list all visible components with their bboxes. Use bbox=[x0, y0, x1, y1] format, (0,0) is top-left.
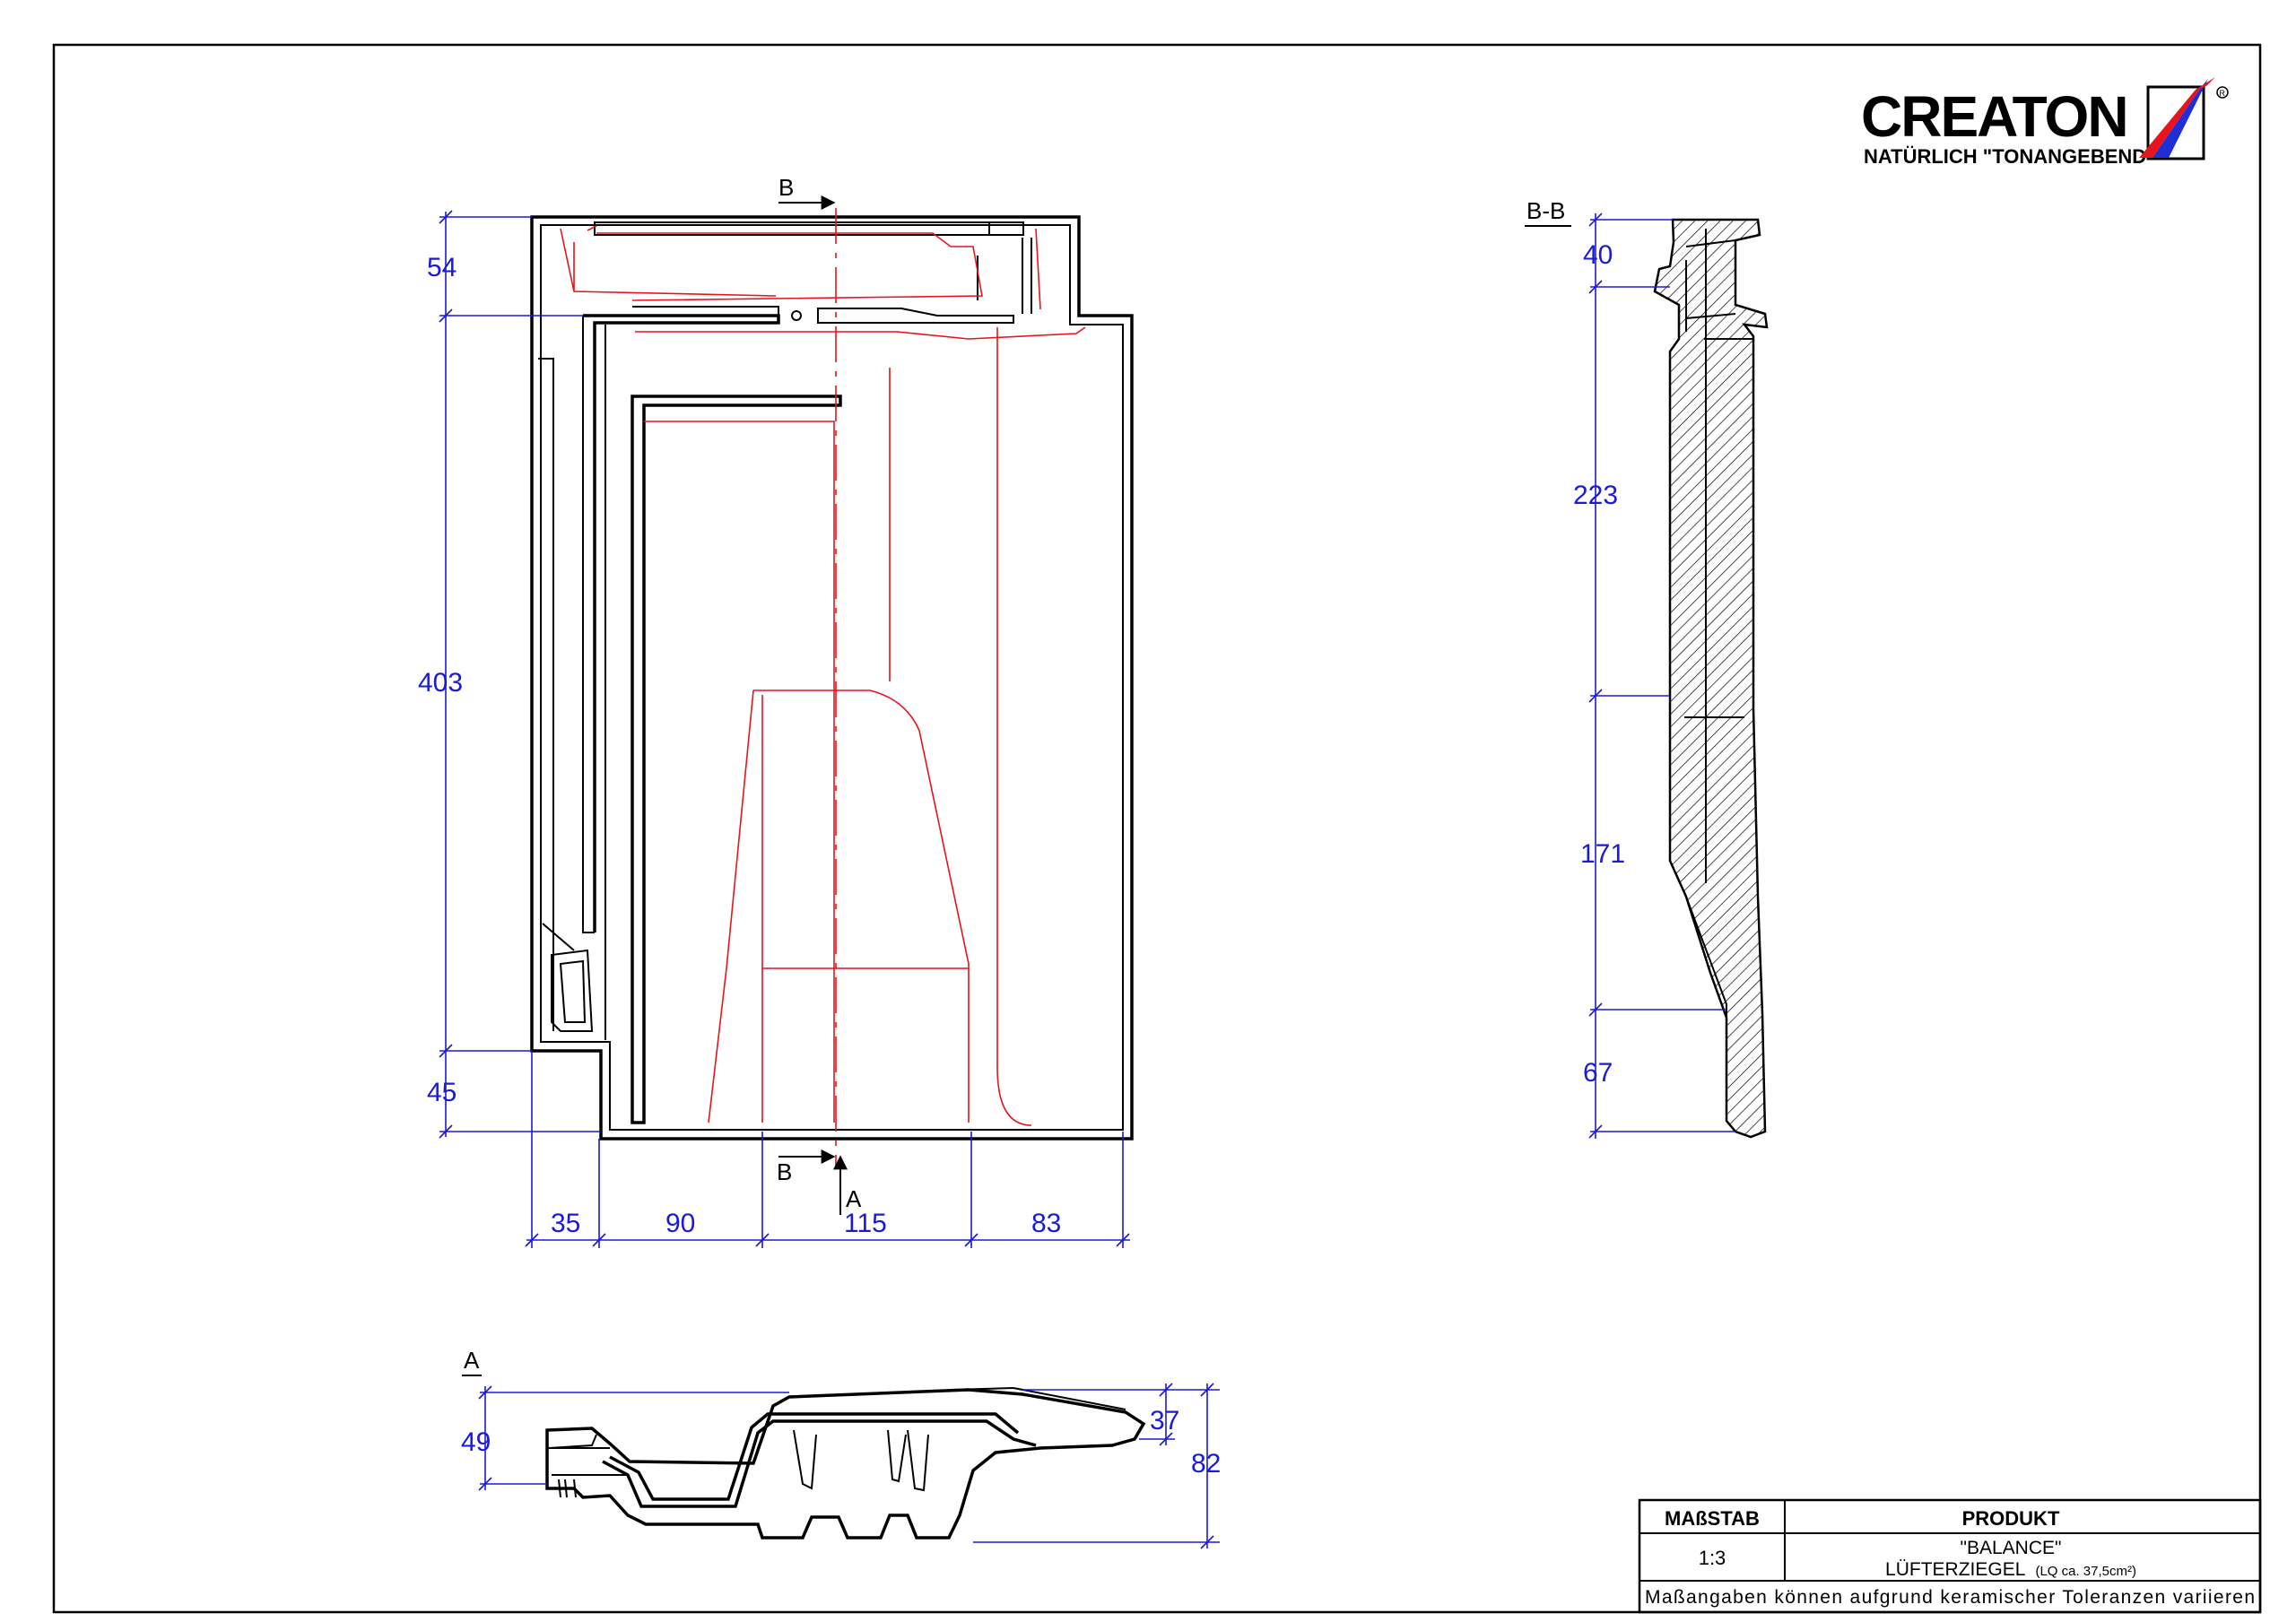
dim-67: 67 bbox=[1583, 1058, 1613, 1088]
section-bb-dimensions: 40 223 171 67 bbox=[1573, 213, 1735, 1139]
svg-text:R: R bbox=[2220, 89, 2226, 98]
view-a-dimensions: 49 37 82 bbox=[461, 1383, 1221, 1549]
dim-45: 45 bbox=[427, 1078, 457, 1107]
dim-54: 54 bbox=[427, 253, 457, 282]
product-type-note: (LQ ca. 37,5cm²) bbox=[2035, 1564, 2136, 1579]
view-a: A 49 37 82 bbox=[461, 1347, 1221, 1549]
logo-brand: CREATON bbox=[1861, 84, 2127, 149]
plan-outline bbox=[530, 215, 1134, 1141]
title-block: MAßSTAB PRODUKT 1:3 "BALANCE" LÜFTERZIEG… bbox=[1638, 1498, 2262, 1614]
drawing-frame bbox=[52, 43, 2262, 1614]
dim-115: 115 bbox=[844, 1209, 887, 1238]
creaton-logo: CREATON NATÜRLICH "TONANGEBEND" R bbox=[1861, 77, 2229, 168]
plan-left-dimensions: 54 403 45 bbox=[418, 210, 601, 1139]
dim-37: 37 bbox=[1150, 1406, 1179, 1436]
product-type: LÜFTERZIEGEL (LQ ca. 37,5cm²) bbox=[1885, 1559, 2136, 1580]
section-marker-bottom-label: B bbox=[777, 1158, 792, 1185]
product-name: "BALANCE" bbox=[1961, 1538, 2062, 1558]
section-marker-top-label: B bbox=[778, 174, 794, 201]
scale-value: 1:3 bbox=[1699, 1547, 1726, 1569]
scale-header: MAßSTAB bbox=[1665, 1507, 1760, 1530]
dim-90: 90 bbox=[665, 1209, 695, 1238]
section-bb-profile bbox=[1653, 218, 1769, 1139]
dim-223: 223 bbox=[1573, 481, 1618, 510]
dim-83: 83 bbox=[1031, 1209, 1061, 1238]
dim-403: 403 bbox=[418, 668, 463, 698]
a-marker-label: A bbox=[846, 1185, 862, 1212]
dim-49: 49 bbox=[461, 1427, 491, 1457]
section-bb-title: B-B bbox=[1526, 197, 1565, 224]
plan-view: B B A 54 403 45 35 90 115 83 bbox=[418, 174, 1134, 1248]
disclaimer: Maßangaben können aufgrund keramischer T… bbox=[1645, 1587, 2255, 1608]
logo-tagline: NATÜRLICH "TONANGEBEND" bbox=[1864, 145, 2156, 168]
section-marker-top: B bbox=[778, 174, 836, 210]
dim-40: 40 bbox=[1583, 240, 1613, 270]
product-type-name: LÜFTERZIEGEL bbox=[1885, 1559, 2025, 1580]
section-marker-bottom: B A bbox=[777, 1149, 862, 1215]
view-a-profile bbox=[545, 1388, 1146, 1540]
plan-bottom-dimensions: 35 90 115 83 bbox=[525, 1051, 1130, 1248]
dim-171: 171 bbox=[1580, 839, 1625, 869]
product-header: PRODUKT bbox=[1962, 1507, 2060, 1530]
view-a-title: A bbox=[464, 1347, 480, 1374]
dim-82: 82 bbox=[1191, 1449, 1221, 1479]
section-bb: B-B 40 223 171 67 bbox=[1525, 197, 1769, 1139]
dim-35: 35 bbox=[551, 1209, 580, 1238]
logo-flag-icon: R bbox=[2139, 77, 2229, 160]
